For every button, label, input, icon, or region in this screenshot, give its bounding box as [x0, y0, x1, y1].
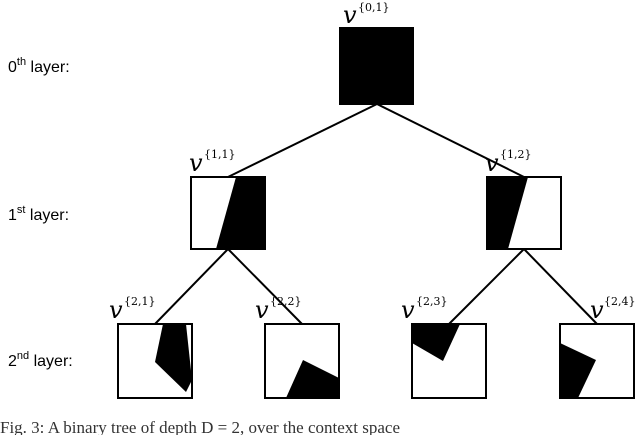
edge-root-left [227, 103, 378, 178]
node-index: {1,1} [204, 148, 236, 161]
node-symbol: v [343, 1, 357, 29]
node-shading [216, 177, 265, 249]
node-symbol: v [255, 296, 269, 324]
figure-caption: Fig. 3: A binary tree of depth D = 2, ov… [0, 418, 401, 435]
edge-left-leaf1 [154, 248, 229, 325]
node-index: {2,4} [604, 295, 636, 308]
node-symbol: v [189, 149, 203, 177]
node-label-2-2: v {2,2} [255, 295, 302, 324]
node-shading [286, 360, 339, 398]
node-index: {2,2} [270, 295, 302, 308]
node-2-1 [117, 323, 193, 399]
node-index: {2,1} [124, 295, 156, 308]
edge-left-leaf2 [227, 248, 303, 325]
node-2-4 [559, 323, 635, 399]
node-shading [412, 324, 460, 361]
node-label-2-4: v {2,4} [590, 295, 636, 324]
layer-label-2: 2nd layer: [8, 350, 73, 370]
edge-right-leaf3 [448, 248, 525, 325]
node-label-1-2: v {1,2} [485, 148, 532, 177]
node-symbol: v [485, 149, 499, 177]
tree-edges [154, 103, 598, 325]
node-shading [155, 324, 192, 392]
node-1-1 [190, 176, 266, 250]
node-label-2-1: v {2,1} [109, 295, 156, 324]
node-index: {0,1} [358, 1, 390, 14]
node-2-2 [264, 323, 340, 399]
node-root [339, 27, 414, 105]
node-label-0-1: v {0,1} [343, 1, 390, 29]
node-index: {2,3} [416, 295, 448, 308]
node-shading [487, 177, 528, 249]
node-box [339, 27, 414, 105]
node-index: {1,2} [500, 148, 532, 161]
node-shading [560, 343, 596, 398]
edge-root-right [376, 103, 525, 178]
node-symbol: v [401, 296, 415, 324]
node-label-2-3: v {2,3} [401, 295, 448, 324]
edge-right-leaf4 [523, 248, 598, 325]
node-label-1-1: v {1,1} [189, 148, 236, 177]
node-1-2 [486, 176, 562, 250]
node-2-3 [411, 323, 487, 399]
layer-label-0: 0th layer: [8, 56, 70, 76]
layer-label-1: 1st layer: [8, 204, 69, 224]
node-symbol: v [590, 296, 604, 324]
node-symbol: v [109, 296, 123, 324]
